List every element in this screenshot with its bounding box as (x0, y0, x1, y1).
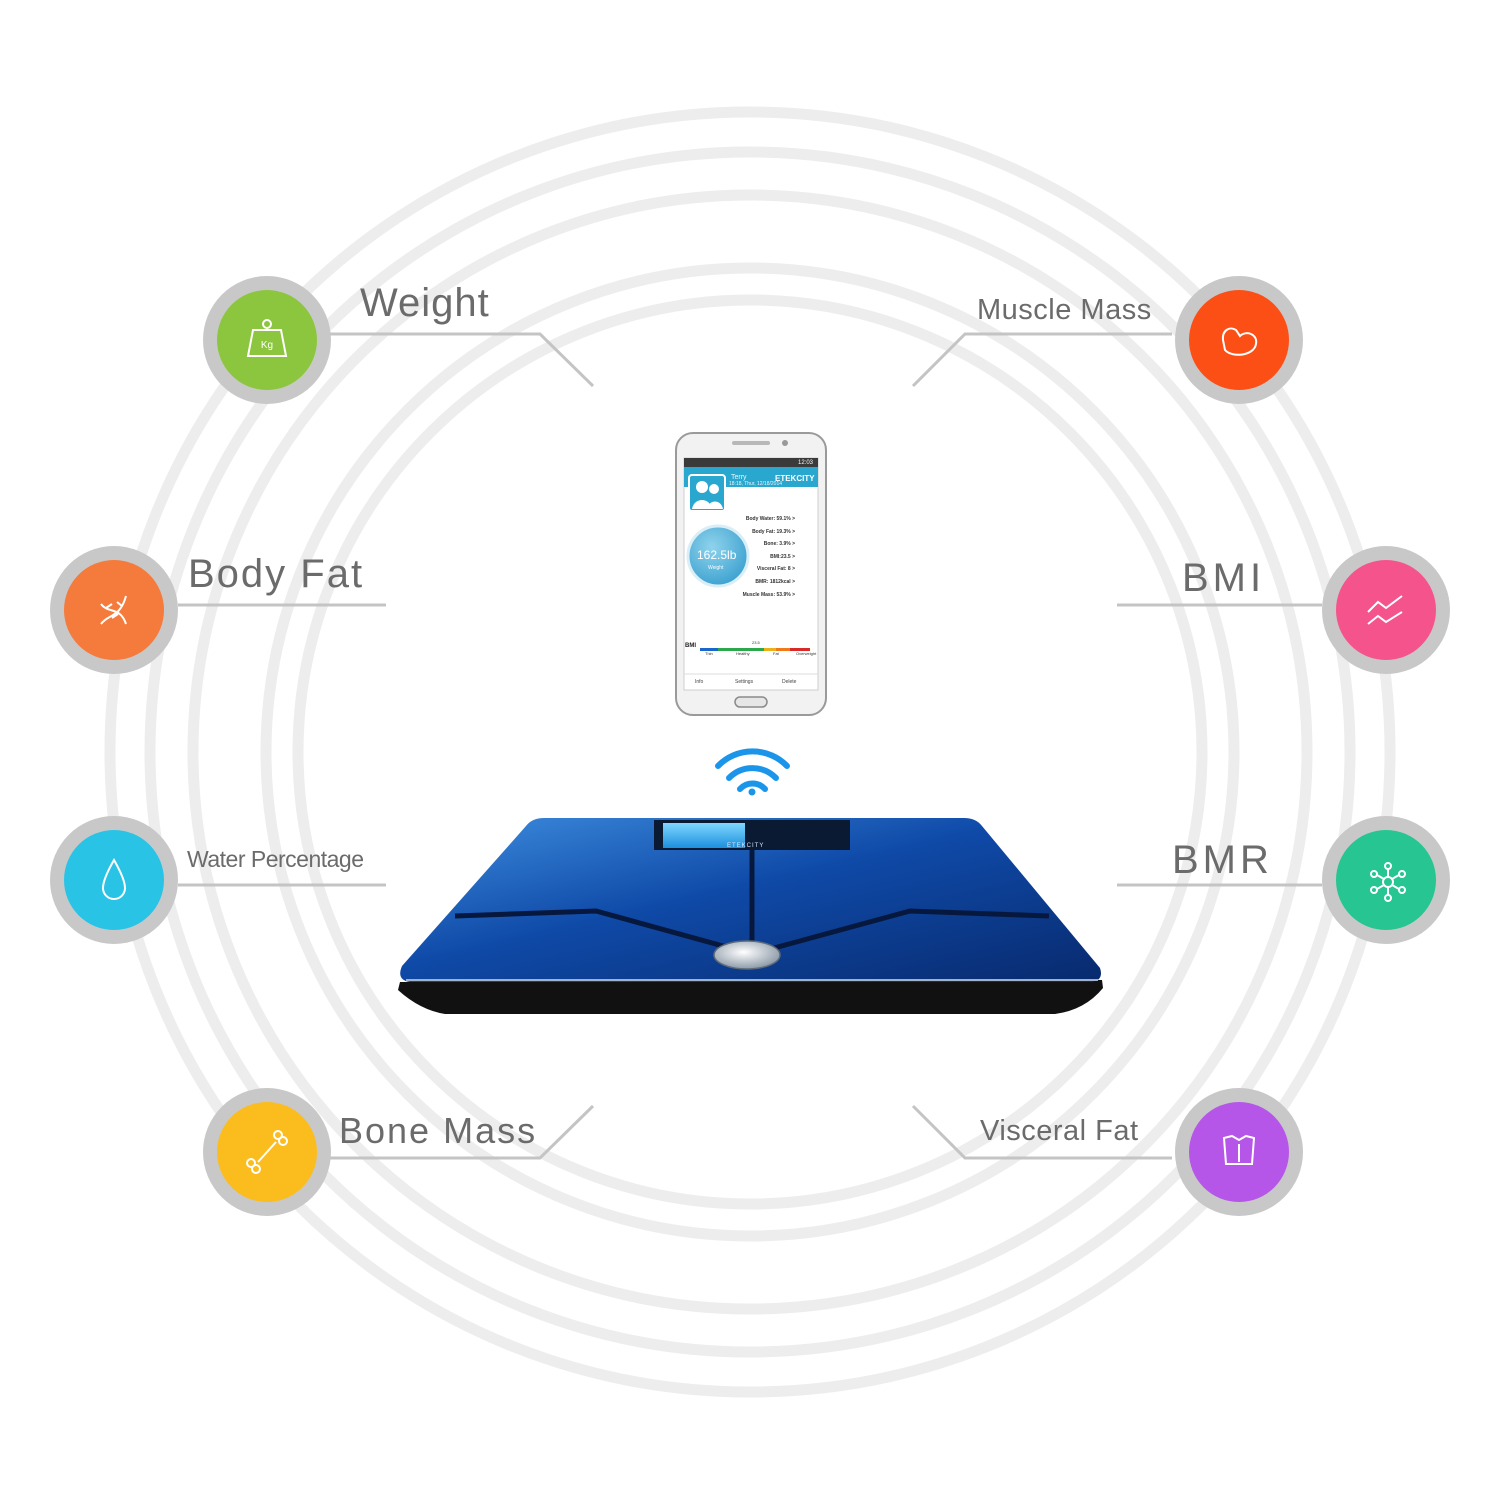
phone-status-bar (684, 458, 818, 467)
scale-brand: ETEKCITY (727, 843, 765, 849)
phone-weight-label: Weight (708, 565, 724, 571)
bmi-bar (700, 648, 810, 651)
phone-bmi-scale-overweight: Overweight (796, 651, 817, 656)
badge-bmi (1322, 546, 1450, 674)
badge-bone-mass (203, 1088, 331, 1216)
ring-outer-3 (187, 189, 1313, 1315)
phone-stat-bmr: BMR: 1812kcal > (755, 579, 795, 585)
phone-stat-body-water: Body Water: 59.1% > (745, 516, 795, 522)
svg-text:Kg: Kg (261, 340, 273, 351)
label-water-percentage: Water Percentage (187, 846, 364, 872)
phone-home-button (734, 696, 768, 708)
dna-icon (100, 595, 127, 625)
phone-date: 18:18, Thur, 12/18/2014 (729, 481, 783, 487)
badge-visceral-fat (1175, 1088, 1303, 1216)
bathroom-scale (398, 818, 1103, 1014)
ring-outer-1 (104, 106, 1396, 1398)
trend-chart-icon (1367, 595, 1403, 625)
flexed-arm-icon (1221, 327, 1258, 356)
phone-bmi-scale-thin: Thin (705, 651, 713, 656)
phone-user-name: Terry (731, 474, 747, 481)
connector-muscle-mass (911, 332, 1172, 388)
ring-outer-2 (144, 146, 1356, 1358)
phone-bmi-scale-healthy: Healthy (736, 651, 750, 656)
ring-inner-2 (292, 294, 1208, 1210)
phone-settings-button[interactable]: Settings (735, 679, 754, 685)
phone-info-button[interactable]: Info (695, 679, 704, 685)
torso-icon (1222, 1134, 1256, 1165)
phone-stat-bmi: BMI:23.5 > (770, 554, 795, 560)
scale-lcd (663, 823, 745, 848)
phone-weight-value: 162.5lb (697, 548, 737, 562)
label-bone-mass: Bone Mass (339, 1110, 538, 1151)
smartphone (675, 432, 827, 716)
phone-brand: ETEKCITY (775, 474, 815, 483)
connector-lines (178, 332, 1322, 1160)
phone-bmi-scale-fat: Fat (773, 651, 779, 656)
badge-water (50, 816, 178, 944)
connector-visceral-fat (911, 1104, 1172, 1160)
label-visceral-fat: Visceral Fat (980, 1115, 1139, 1147)
kg-weight-icon (246, 319, 288, 357)
user-avatar (688, 474, 726, 512)
phone-stat-muscle-mass: Muscle Mass: 53.9% > (742, 592, 795, 598)
ring-inner-1 (260, 262, 1240, 1242)
label-bmi: BMI (1182, 556, 1266, 600)
phone-camera (782, 440, 788, 446)
phone-bmi-label: BMI (685, 643, 696, 649)
concentric-rings (104, 106, 1396, 1398)
bone-icon (246, 1130, 288, 1174)
connector-bone-mass (330, 1104, 595, 1160)
label-weight: Weight (360, 281, 490, 325)
badge-body-fat (50, 546, 178, 674)
molecule-icon (1370, 862, 1406, 902)
lcd-digits (750, 826, 815, 843)
weight-dial (686, 524, 750, 588)
water-drop-icon (101, 857, 127, 900)
phone-status-time: 12:03 (798, 460, 814, 466)
connector-weight (330, 332, 595, 388)
badge-muscle-mass (1175, 276, 1303, 404)
phone-stat-body-fat: Body Fat: 19.3% > (752, 529, 795, 535)
phone-stat-bone: Bone: 3.9% > (763, 541, 795, 547)
phone-delete-button[interactable]: Delete (782, 679, 797, 685)
phone-bmi-value: 23.5 (752, 640, 760, 645)
label-body-fat: Body Fat (188, 552, 365, 596)
phone-speaker (732, 441, 770, 445)
electrode-lines (454, 848, 1050, 957)
label-bmr: BMR (1172, 838, 1273, 882)
badge-bmr (1322, 816, 1450, 944)
phone-stat-visceral-fat: Visceral Fat: 8 > (756, 566, 795, 572)
badge-weight: Kg (203, 276, 331, 404)
label-muscle-mass: Muscle Mass (977, 294, 1152, 326)
wifi-icon (715, 748, 790, 796)
scale-center-knob (713, 940, 781, 970)
